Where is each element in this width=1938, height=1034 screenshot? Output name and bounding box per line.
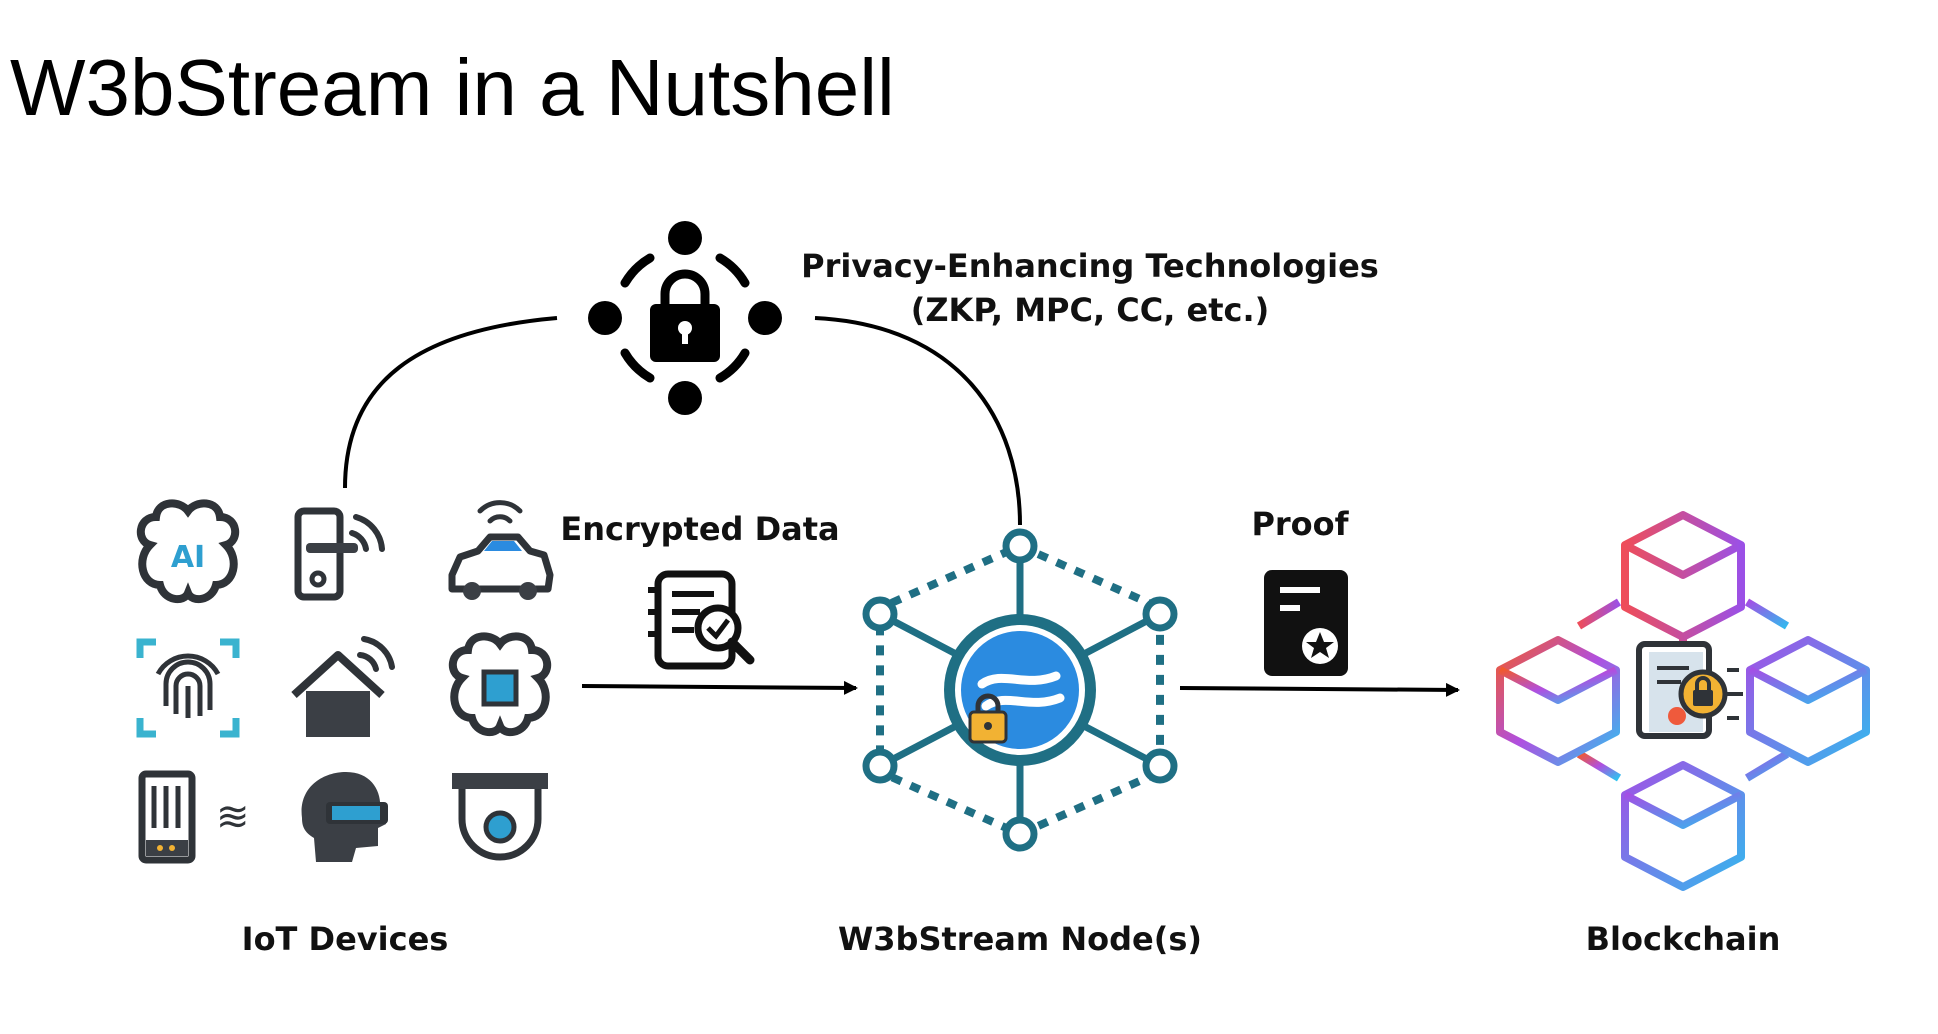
node-lock-icon (968, 693, 1008, 744)
secure-document-icon (1636, 641, 1743, 739)
ai-brain-icon: AI (137, 499, 239, 604)
blockchain-label: Blockchain (1586, 920, 1781, 958)
encrypted-arrow (581, 680, 858, 695)
certificate-icon (1264, 570, 1348, 676)
proof-arrow (1179, 682, 1460, 697)
smart-lock-icon (294, 507, 385, 601)
document-search-icon (648, 570, 755, 670)
pet-arc (343, 316, 1022, 526)
connected-car-icon (448, 500, 554, 600)
ai-icon-text: AI (171, 540, 205, 575)
chip-brain-icon (449, 632, 551, 737)
fingerprint-scan-icon (136, 638, 240, 738)
block-top (1621, 511, 1745, 641)
page-title: W3bStream in a Nutshell (10, 43, 895, 132)
block-bottom (1621, 761, 1745, 891)
vr-headset-icon (301, 772, 388, 862)
iot-devices: AI (136, 499, 554, 864)
pet-label-line2: (ZKP, MPC, CC, etc.) (911, 291, 1270, 329)
node-label: W3bStream Node(s) (838, 920, 1202, 958)
svg-text:≋: ≋ (216, 794, 250, 840)
smart-home-icon (291, 636, 395, 737)
iot-label: IoT Devices (242, 920, 449, 958)
blockchain-icon (1496, 511, 1870, 891)
pet-label-line1: Privacy-Enhancing Technologies (801, 247, 1379, 285)
encrypted-label: Encrypted Data (560, 510, 839, 548)
security-camera-icon (452, 773, 548, 861)
padlock-icon (588, 221, 782, 415)
proof-label: Proof (1251, 505, 1349, 543)
sensor-device-icon: ≋ (138, 770, 250, 864)
block-left (1496, 636, 1620, 766)
w3bstream-node-icon (862, 528, 1178, 852)
block-right (1746, 636, 1870, 766)
